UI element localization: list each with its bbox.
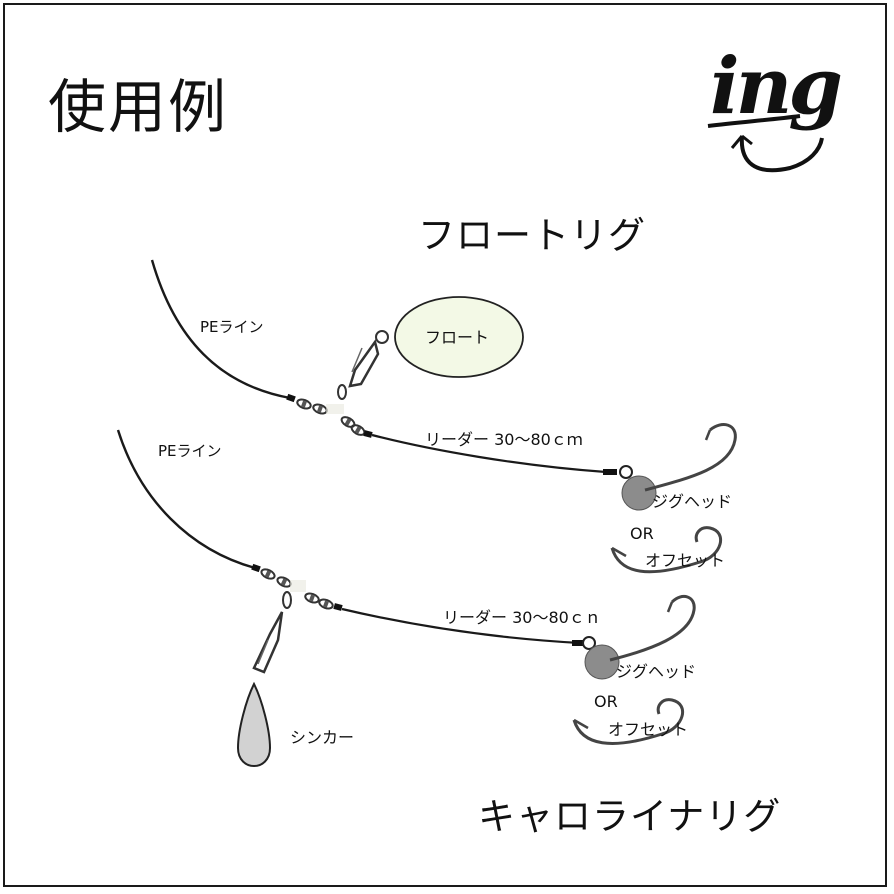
float-label: フロート <box>425 328 490 347</box>
diagram-frame <box>3 3 887 887</box>
carolina-leader-line <box>341 607 581 645</box>
float-pe-line <box>150 259 291 400</box>
carolina-rig <box>116 429 696 768</box>
float-icon <box>394 296 524 378</box>
float-leader-line <box>371 433 607 474</box>
snap-icon <box>337 330 389 400</box>
carolina-jighead-label: ジグヘッド <box>616 662 697 681</box>
float-jighead-label: ジグヘッド <box>652 492 733 511</box>
page-title: 使用例 <box>48 73 229 141</box>
carolina-leader-label: リーダー 30～80ｃｎ <box>443 608 601 627</box>
float-rig-title: フロートリグ <box>418 214 646 257</box>
swivel-icon <box>286 393 373 438</box>
carolina-pe-line <box>116 429 256 570</box>
snap-icon <box>252 591 292 674</box>
float-offset-label: オフセット <box>645 551 726 570</box>
jighead-icon <box>619 423 737 511</box>
carolina-pe-line-label: PEライン <box>158 442 222 460</box>
sinker-label: シンカー <box>290 728 355 747</box>
sinker-icon <box>236 681 272 768</box>
jighead-icon <box>582 594 696 680</box>
float-or-label: OR <box>630 524 654 543</box>
offset-hook-icon <box>610 526 722 574</box>
brand-logo: ing <box>710 41 843 132</box>
float-pe-line-label: PEライン <box>200 318 264 336</box>
carolina-rig-title: キャロライナリグ <box>478 795 782 838</box>
carolina-or-label: OR <box>594 692 618 711</box>
float-rig <box>150 259 737 574</box>
swivel-icon <box>251 563 343 612</box>
offset-hook-icon <box>572 698 684 745</box>
logo-hook-icon <box>707 114 824 173</box>
float-leader-label: リーダー 30～80ｃｍ <box>425 430 583 449</box>
carolina-offset-label: オフセット <box>608 720 689 739</box>
